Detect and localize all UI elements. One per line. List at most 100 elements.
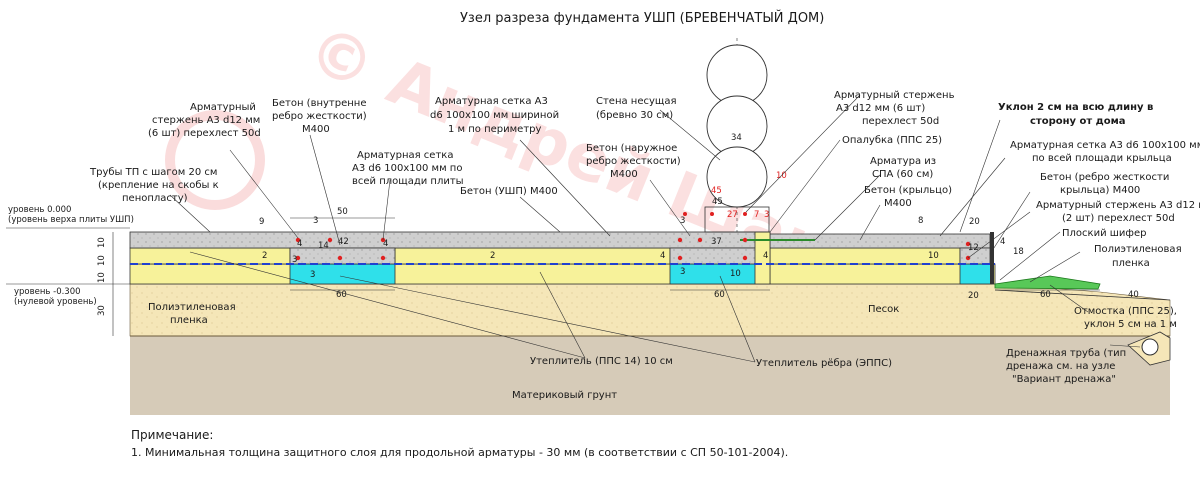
- label-rebar-right-1: Арматурный стержень: [834, 90, 955, 101]
- level-top-1: уровень 0.000: [8, 205, 71, 215]
- sand-layer: [129, 283, 1171, 337]
- dim-3d: 3: [310, 270, 315, 280]
- label-otmostka-2: уклон 5 см на 1 м: [1084, 319, 1177, 330]
- label-inner-rib-2: ребро жесткости): [272, 111, 367, 122]
- dim-left-10a: 10: [97, 237, 107, 248]
- dim-8: 8: [918, 216, 923, 226]
- labels: Арматурный стержень А3 d12 мм (6 шт) пер…: [89, 90, 1200, 401]
- dim-45: 45: [712, 197, 723, 207]
- dim-3b: 3: [680, 216, 685, 226]
- dim-37: 37: [711, 237, 722, 247]
- label-slate: Плоский шифер: [1062, 228, 1146, 239]
- label-porch-concrete-1: Бетон (крыльцо): [864, 185, 952, 196]
- label-pe-left-1: Полиэтиленовая: [148, 302, 236, 313]
- label-ground: Материковый грунт: [512, 390, 617, 401]
- dim-3e: 3: [680, 267, 685, 277]
- label-rebar-left-1: Арматурный: [190, 102, 256, 113]
- label-inner-rib-1: Бетон (внутренне: [272, 98, 366, 109]
- label-porch-rib-1: Бетон (ребро жесткости: [1040, 172, 1169, 183]
- xps-rib-insulation-3: [959, 263, 993, 285]
- porch-formwork: [990, 232, 994, 284]
- dim-60a: 60: [336, 290, 347, 300]
- label-rebar-porch-2: (2 шт) перехлест 50d: [1062, 213, 1175, 224]
- dim-2b: 2: [490, 251, 495, 261]
- dim-4d: 4: [763, 251, 768, 261]
- label-spa-2: СПА (60 см): [872, 169, 933, 180]
- red-dim-27: 27: [727, 210, 738, 220]
- dim-14: 14: [318, 241, 329, 251]
- level-zero-1: уровень -0.300: [14, 287, 81, 297]
- level-zero-2: (нулевой уровень): [14, 297, 97, 307]
- dim-4a: 4: [297, 239, 302, 249]
- label-pipes-3: пенопласту): [122, 193, 188, 204]
- xps-rib-insulation-1: [289, 263, 396, 285]
- label-mesh-full-3: всей площади плиты: [352, 176, 464, 187]
- dim-9: 9: [259, 217, 264, 227]
- label-rebar-right-2: А3 d12 мм (6 шт): [836, 103, 925, 114]
- label-sand: Песок: [868, 304, 899, 315]
- dim-3c: 3: [292, 255, 297, 265]
- label-mesh-full-1: Арматурная сетка: [357, 150, 453, 161]
- pps-insulation-block-2: [394, 247, 671, 265]
- label-otmostka-1: Отмостка (ППС 25),: [1074, 306, 1177, 317]
- label-slope-1: Уклон 2 см на всю длину в: [998, 102, 1153, 113]
- dim-60b: 60: [714, 290, 725, 300]
- dim-4e: 4: [1000, 237, 1005, 247]
- red-dim-7: 7: [754, 210, 759, 220]
- label-rebar-left-2: стержень А3 d12 мм: [152, 115, 260, 126]
- label-porch-concrete-2: М400: [884, 198, 912, 209]
- label-inner-rib-3: М400: [302, 124, 330, 135]
- label-outer-rib-2: ребро жесткости): [586, 156, 681, 167]
- dim-60c: 60: [1040, 290, 1051, 300]
- dim-3a: 3: [313, 216, 318, 226]
- label-mesh-porch-1: Арматурная сетка А3 d6 100х100 мм: [1010, 140, 1200, 151]
- label-drain-1: Дренажная труба (тип: [1006, 348, 1126, 359]
- label-wall-2: (бревно 30 см): [596, 110, 673, 121]
- dim-2a: 2: [262, 251, 267, 261]
- label-mesh-full-2: А3 d6 100х100 мм по: [352, 163, 462, 174]
- label-mesh-perimeter-2: d6 100х100 мм шириной: [430, 110, 559, 121]
- label-drain-3: "Вариант дренажа": [1012, 374, 1116, 385]
- drain-pipe: [1141, 338, 1159, 356]
- label-mesh-perimeter-1: Арматурная сетка А3: [435, 96, 548, 107]
- note-line-1: 1. Минимальная толщина защитного слоя дл…: [131, 446, 789, 459]
- dim-4c: 4: [660, 251, 665, 261]
- concrete-slab: [129, 231, 771, 249]
- label-drain-2: дренажа см. на узле: [1006, 361, 1115, 372]
- dim-10b: 10: [928, 251, 939, 261]
- level-top-2: (уровень верха плиты УШП): [8, 215, 134, 225]
- label-pe-right-2: пленка: [1112, 258, 1150, 269]
- dim-10a: 10: [730, 269, 741, 279]
- label-pe-left-2: пленка: [170, 315, 208, 326]
- note-heading: Примечание:: [131, 428, 214, 442]
- label-porch-rib-2: крыльца) М400: [1060, 185, 1140, 196]
- flat-slate: [994, 275, 1101, 290]
- dim-42: 42: [338, 237, 349, 247]
- label-mesh-porch-2: по всей площади крыльца: [1032, 153, 1172, 164]
- label-rebar-right-3: перехлест 50d: [862, 116, 939, 127]
- inner-stiffening-rib: [289, 247, 396, 265]
- dim-40: 40: [1128, 290, 1139, 300]
- red-dim-3: 3: [764, 210, 769, 220]
- otmostka-line: [994, 289, 1171, 301]
- label-insulation-slab: Утеплитель (ППС 14) 10 см: [530, 356, 673, 367]
- dim-18: 18: [1013, 247, 1024, 257]
- label-pe-right-1: Полиэтиленовая: [1094, 244, 1182, 255]
- dim-50: 50: [337, 207, 348, 217]
- drawing-title: Узел разреза фундамента УШП (БРЕВЕНЧАТЫЙ…: [460, 10, 824, 26]
- label-rebar-porch-1: Арматурный стержень А3 d12 мм: [1036, 200, 1200, 211]
- dim-left-30: 30: [97, 305, 107, 316]
- label-pipes-1: Трубы ТП с шагом 20 см: [89, 167, 217, 178]
- label-outer-rib-1: Бетон (наружное: [586, 143, 677, 154]
- dim-4b: 4: [383, 239, 388, 249]
- label-pipes-2: (крепление на скобы к: [98, 180, 219, 191]
- label-insulation-rib: Утеплитель рёбра (ЭППС): [756, 358, 892, 369]
- red-dim-45: 45: [711, 186, 722, 196]
- label-spa-1: Арматура из: [870, 156, 936, 167]
- label-mesh-perimeter-3: 1 м по периметру: [448, 124, 542, 135]
- label-wall-1: Стена несущая: [596, 96, 676, 107]
- pps-slab-insulation: [129, 263, 996, 285]
- label-formwork: Опалубка (ППС 25): [842, 135, 942, 146]
